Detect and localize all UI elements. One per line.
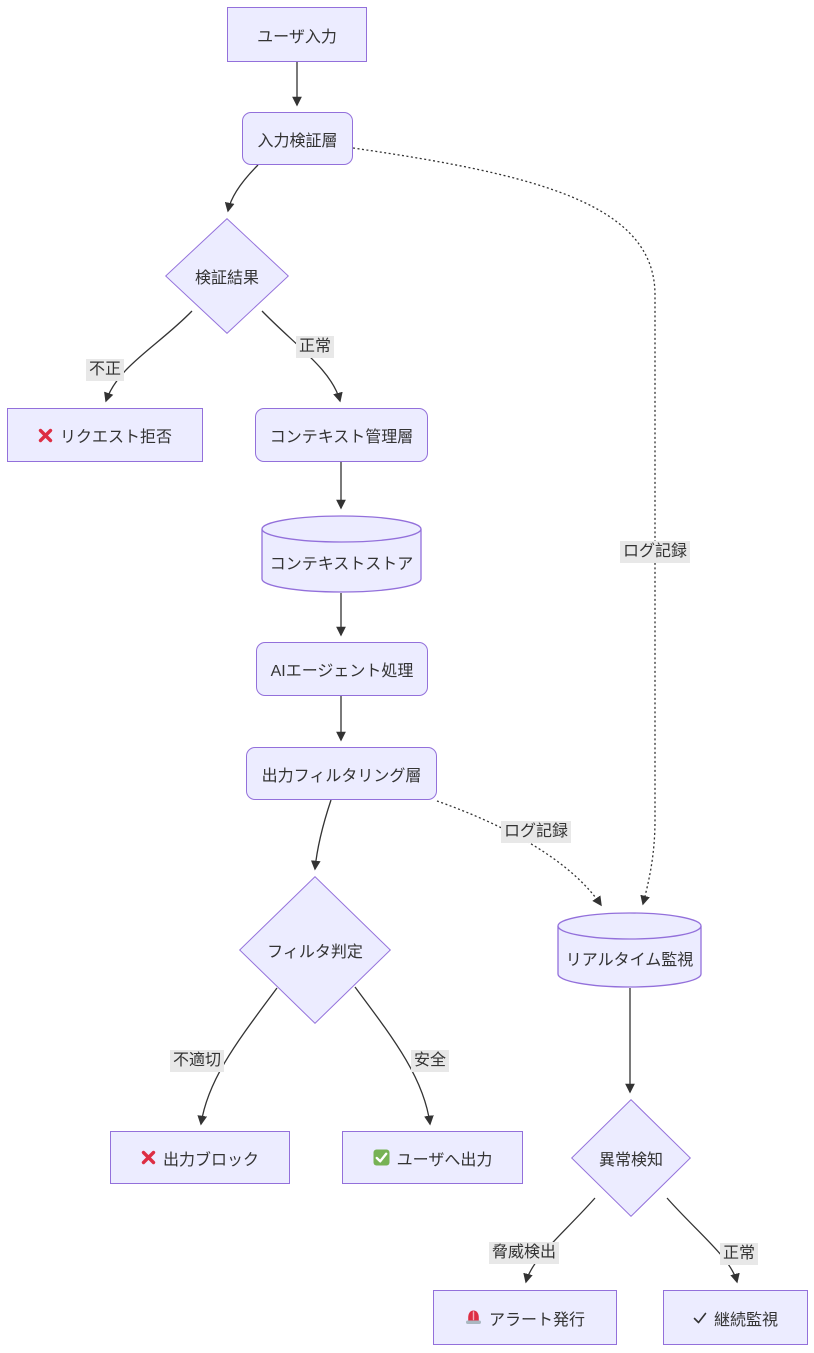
cylinder-shape — [261, 515, 422, 593]
node-label: ユーザ入力 — [257, 28, 337, 46]
edge-label-log-record-output: ログ記録 — [500, 821, 572, 843]
check-mark-icon — [693, 1311, 707, 1325]
edge-output-filtering-to-realtime-monitoring-dotted — [436, 800, 602, 907]
node-label: ユーザへ出力 — [396, 1151, 493, 1169]
edge-label-inappropriate: 不適切 — [169, 1050, 225, 1072]
node-label: 出力ブロック — [162, 1151, 259, 1169]
node-context-management: コンテキスト管理層 — [255, 408, 428, 462]
edge-label-safe: 安全 — [410, 1050, 450, 1072]
node-input-validation: 入力検証層 — [242, 112, 353, 165]
node-label: コンテキスト管理層 — [269, 429, 414, 446]
edge-label-log-record-input: ログ記録 — [619, 541, 691, 563]
edge-anomaly-detection-to-continuous-monitoring — [666, 1197, 740, 1284]
node-output-to-user: ユーザへ出力 — [342, 1131, 523, 1184]
node-anomaly-detection: 異常検知 — [571, 1099, 691, 1217]
node-ai-agent: AIエージェント処理 — [256, 642, 428, 696]
node-request-reject: リクエスト拒否 — [7, 408, 203, 462]
node-user-input: ユーザ入力 — [227, 7, 367, 62]
edge-validation-result-to-request-reject — [104, 310, 193, 403]
node-output-block: 出力ブロック — [110, 1131, 290, 1184]
edge-filter-decision-to-output-block — [197, 987, 278, 1126]
node-label: コンテキストストア — [269, 556, 414, 573]
cross-mark-icon — [38, 428, 53, 443]
node-label: フィルタ判定 — [267, 944, 363, 961]
node-label: 検証結果 — [194, 270, 259, 287]
node-continuous-monitoring: 継続監視 — [663, 1290, 808, 1345]
edge-label-normal-anomaly: 正常 — [719, 1243, 759, 1265]
siren-light-icon — [465, 1309, 482, 1326]
edge-output-filtering-to-filter-decision — [310, 799, 332, 871]
node-alert-issue: アラート発行 — [433, 1290, 617, 1345]
node-label: リクエスト拒否 — [59, 429, 172, 446]
node-label: 継続監視 — [713, 1311, 778, 1329]
node-label: 異常検知 — [598, 1152, 663, 1169]
edge-filter-decision-to-output-to-user — [354, 986, 434, 1126]
node-context-store: コンテキストストア — [261, 515, 422, 593]
check-mark-green-icon — [373, 1149, 390, 1166]
cross-mark-icon — [141, 1150, 156, 1165]
node-validation-result: 検証結果 — [165, 218, 289, 334]
node-output-filtering: 出力フィルタリング層 — [246, 747, 437, 800]
cylinder-shape — [557, 912, 702, 988]
node-label: 入力検証層 — [257, 132, 338, 150]
node-filter-decision: フィルタ判定 — [239, 876, 391, 1024]
node-label: アラート発行 — [488, 1311, 585, 1329]
node-realtime-monitoring: リアルタイム監視 — [557, 912, 702, 988]
node-label: リアルタイム監視 — [565, 952, 694, 969]
edge-label-invalid: 不正 — [85, 359, 125, 381]
edge-label-normal-validation: 正常 — [295, 336, 335, 358]
edge-label-threat-detected: 脅威検出 — [488, 1242, 560, 1264]
node-label: AIエージェント処理 — [270, 663, 414, 680]
edge-input-validation-to-validation-result — [224, 164, 259, 213]
node-label: 出力フィルタリング層 — [261, 767, 422, 785]
